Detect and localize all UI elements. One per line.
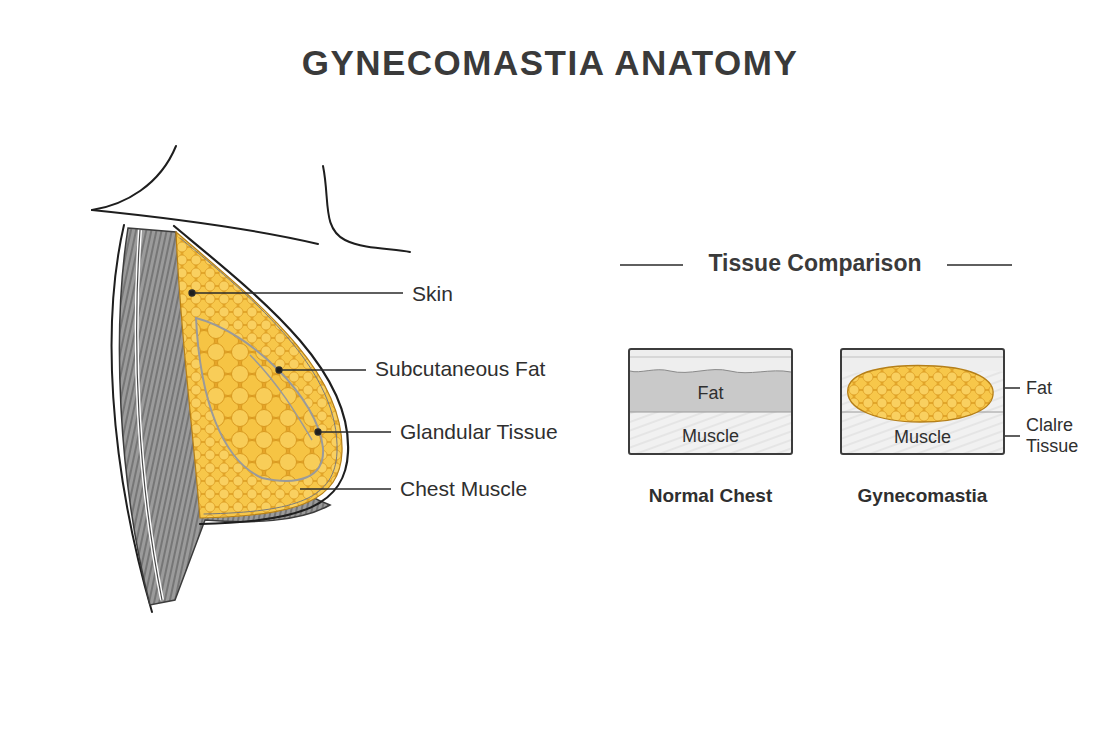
leader-lines-part — [315, 429, 321, 435]
gynecomastia-layers — [842, 350, 1003, 453]
chest-muscle-part — [137, 230, 162, 600]
title: GYNECOMASTIA ANATOMY — [302, 43, 799, 83]
box-caption: Gynecomastia — [842, 485, 1003, 507]
leader-lines-part — [189, 290, 195, 296]
leader-lines-part — [192, 292, 403, 293]
part-label: Skin — [412, 282, 453, 306]
normal-chest-layers-part — [630, 357, 791, 358]
gynecomastia-layers-part — [842, 350, 1003, 453]
leader-lines-part — [276, 367, 282, 373]
leader-lines-part — [947, 264, 1012, 265]
section-heading: Tissue Comparison — [708, 250, 921, 276]
part-label: Glandular Tissue — [400, 420, 558, 444]
skin-part — [180, 238, 337, 514]
layer-label: Fat — [630, 383, 791, 404]
subcutaneous-fat-part — [176, 232, 342, 518]
chest-muscle-part — [137, 230, 162, 600]
body-outline-part — [92, 146, 176, 210]
skin-part — [174, 226, 348, 524]
comparison-box: FatMuscleNormal Chest — [628, 348, 793, 455]
normal-chest-layers-part — [630, 350, 791, 373]
gynecomastia-layers-part — [848, 366, 993, 422]
leader-lines-part — [318, 431, 391, 432]
part-label: Clalre Tissue — [1026, 415, 1092, 456]
body-outline-part — [323, 166, 410, 252]
normal-chest-layers — [630, 350, 791, 453]
normal-chest-layers-part — [630, 370, 791, 373]
glandular-tissue-part — [250, 355, 312, 440]
layer-label: Muscle — [630, 426, 791, 447]
skin — [174, 226, 348, 524]
leader-lines — [189, 265, 1020, 489]
comparison-box: MuscleGynecomastia — [840, 348, 1005, 455]
part-label: Fat — [1026, 378, 1052, 399]
normal-chest-layers-part — [630, 412, 791, 413]
part-label: Chest Muscle — [400, 477, 527, 501]
gynecomastia-layers-part — [842, 357, 1003, 358]
normal-chest-layers-part — [630, 350, 791, 453]
box-caption: Normal Chest — [630, 485, 791, 507]
part-label: Subcutaneous Fat — [375, 357, 545, 381]
glandular-tissue — [196, 318, 323, 481]
normal-chest-layers-part — [630, 370, 791, 412]
leader-lines-part — [279, 369, 366, 370]
leader-lines-part — [300, 488, 391, 489]
glandular-tissue-part — [196, 318, 323, 481]
leader-lines-part — [620, 264, 683, 265]
layer-label: Muscle — [842, 427, 1003, 448]
body-outline — [92, 146, 410, 612]
subcutaneous-fat — [176, 232, 342, 518]
